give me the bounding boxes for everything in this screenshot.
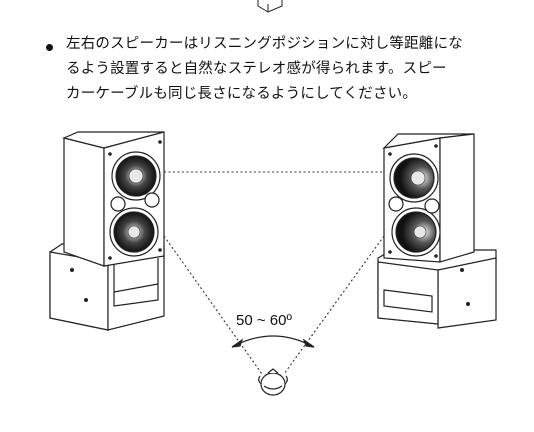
listener-head-icon [258, 368, 288, 396]
angle-arc [231, 335, 315, 348]
right-port-left [388, 196, 404, 212]
left-port-left [110, 196, 126, 212]
instruction-line-2: るよう設置すると自然なステレオ感が得られます。スピー [66, 61, 447, 77]
instruction-paragraph: 左右のスピーカーはリスニングポジションに対し等距離にな るよう設置すると自然なス… [66, 32, 506, 107]
cropped-object-top [257, 0, 283, 13]
right-port-right [424, 198, 440, 214]
listening-triangle [163, 171, 385, 375]
left-port-right [144, 192, 160, 208]
left-listening-line [163, 235, 263, 375]
left-cabinet [62, 131, 165, 267]
bullet-point [46, 44, 53, 51]
right-listening-line [283, 235, 385, 375]
left-speaker [49, 131, 165, 331]
left-stand [49, 243, 165, 331]
right-cabinet [382, 133, 475, 263]
right-stand [377, 249, 497, 329]
instruction-line-1: 左右のスピーカーはリスニングポジションに対し等距離にな [66, 36, 463, 52]
right-speaker [377, 133, 497, 329]
instruction-line-3: カーケーブルも同じ長さになるようにしてください。 [66, 86, 418, 102]
angle-label: 50 ~ 60º [236, 312, 292, 329]
